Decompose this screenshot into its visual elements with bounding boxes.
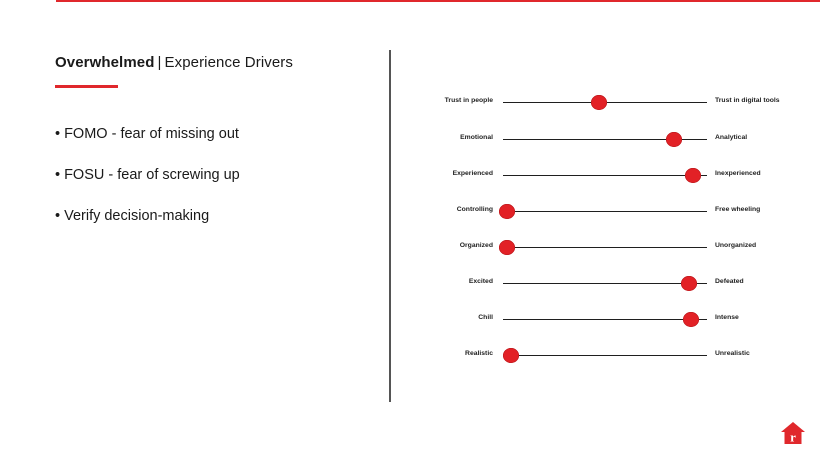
slider-track [503,319,707,321]
bullet-item: •Verify decision-making [55,206,240,226]
slide-title: Overwhelmed|Experience Drivers [55,54,293,71]
slider-right-label: Analytical [715,134,748,141]
slider-knob [666,132,683,147]
slider-knob [499,204,516,219]
slider-knob [680,276,697,291]
slider-track [503,283,707,285]
slider-left-label: Organized [459,242,493,249]
slider-knob [682,312,699,327]
slider-knob [590,95,607,110]
top-accent-rule [56,0,820,2]
slider-left-label: Trust in people [444,97,493,104]
slider-row: Organized Unorganized [400,238,820,258]
slider-row: Excited Defeated [400,274,820,294]
slider-track [503,211,707,213]
bullet-marker: • [55,167,61,183]
slider-row: Experienced Inexperienced [400,166,820,186]
slider-row: Realistic Unrealistic [400,346,820,366]
slider-right-label: Trust in digital tools [715,97,780,104]
slider-row: Emotional Analytical [400,130,820,150]
slider-right-label: Free wheeling [715,206,761,213]
slider-left-label: Experienced [452,170,493,177]
slider-right-label: Unrealistic [715,350,750,357]
vertical-divider [389,50,391,402]
bullet-marker: • [55,126,61,142]
slider-row: Trust in people Trust in digital tools [400,93,820,113]
bullet-list: •FOMO - fear of missing out •FOSU - fear… [55,124,240,247]
slider-knob [503,348,520,363]
title-underline [55,85,118,88]
slider-right-label: Inexperienced [715,170,761,177]
svg-text:r: r [790,430,796,445]
slider-track [503,355,707,357]
slider-row: Controlling Free wheeling [400,202,820,222]
slider-left-label: Controlling [456,206,493,213]
slider-row: Chill Intense [400,310,820,330]
slider-left-label: Chill [478,314,493,321]
bullet-marker: • [55,208,61,224]
house-r-logo-icon: r [780,421,806,450]
slider-right-label: Intense [715,314,739,321]
bullet-text: FOSU - fear of screwing up [64,167,240,183]
bullet-item: •FOSU - fear of screwing up [55,165,240,185]
slider-knob [684,168,701,183]
bullet-text: Verify decision-making [64,208,210,224]
slider-left-label: Emotional [460,134,493,141]
slider-right-label: Unorganized [715,242,757,249]
slider-track [503,175,707,177]
title-rest: Experience Drivers [164,54,293,71]
slider-knob [499,240,516,255]
title-separator: | [157,54,162,71]
bullet-item: •FOMO - fear of missing out [55,124,240,144]
title-bold: Overwhelmed [55,54,155,71]
bullet-text: FOMO - fear of missing out [64,126,239,142]
slider-track [503,247,707,249]
slider-left-label: Realistic [465,350,493,357]
slider-right-label: Defeated [715,278,744,285]
slider-track [503,139,707,141]
slider-left-label: Excited [468,278,493,285]
